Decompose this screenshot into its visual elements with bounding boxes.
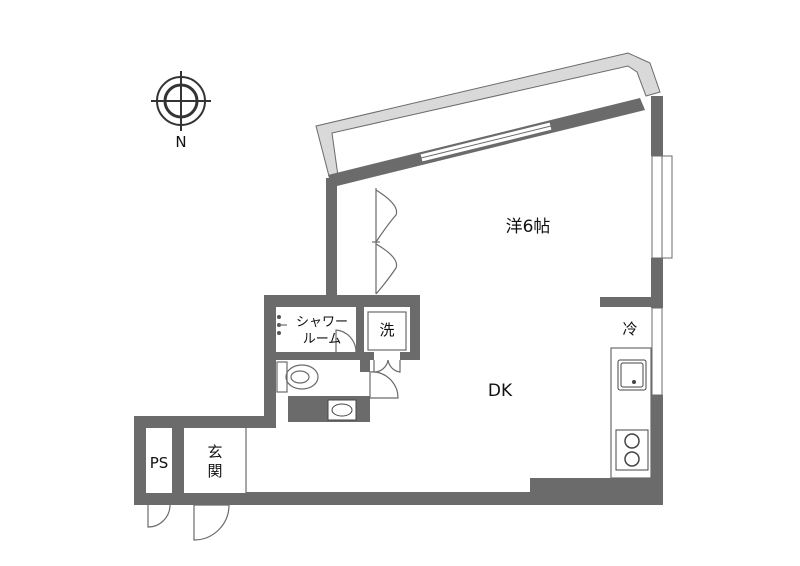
- room-label-entrance-2: 関: [207, 462, 222, 480]
- room-label-entrance-1: 玄: [207, 443, 222, 461]
- room-label-shower-2: ルーム: [303, 332, 342, 347]
- washer-space: [367, 311, 407, 373]
- window-top: [419, 121, 553, 163]
- window-right: [651, 155, 673, 259]
- shower-door: [335, 329, 357, 353]
- toilet-icon: [276, 361, 319, 393]
- room-label-washer: 洗: [379, 321, 394, 339]
- room-label-fridge: 冷: [622, 320, 637, 338]
- closet-doors: [372, 188, 398, 295]
- shower-fixture-icon: [277, 315, 287, 335]
- room-label-ps: PS: [150, 454, 169, 472]
- stove-icon: [615, 429, 649, 471]
- toilet-door: [369, 371, 399, 399]
- entrance-door: [193, 504, 230, 541]
- room-label-dk: DK: [488, 381, 513, 401]
- room-label-western: 洋6帖: [506, 217, 551, 237]
- kitchen-sink-icon: [617, 359, 647, 391]
- ps-door: [147, 504, 171, 528]
- room-label-shower-1: シャワー: [296, 315, 348, 330]
- compass-icon: [151, 71, 211, 131]
- sink-icon: [327, 399, 357, 421]
- compass-north-label: N: [175, 133, 186, 151]
- window-right-lower: [651, 307, 663, 396]
